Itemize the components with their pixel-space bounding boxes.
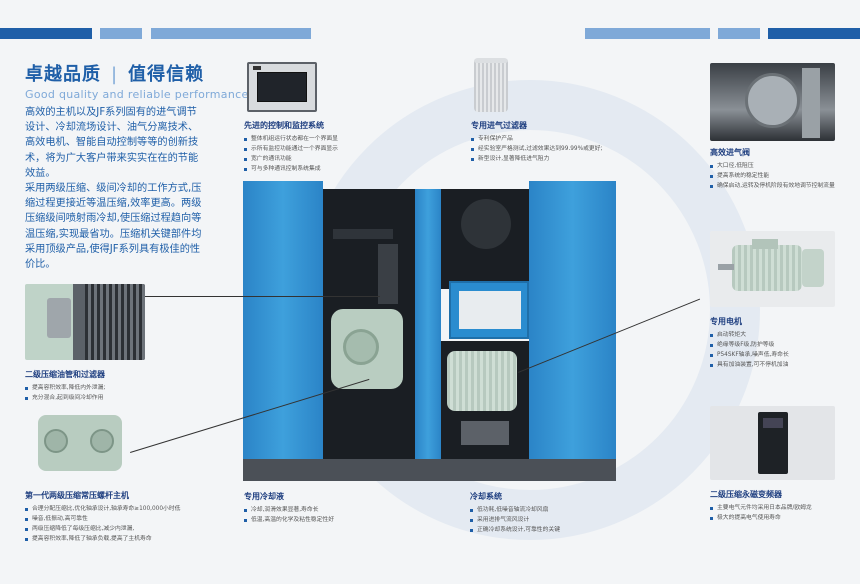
intro-text: 高效的主机以及JF系列固有的进气调节设计、冷却流场设计、油气分离技术、高效电机、…	[25, 105, 205, 272]
feature-filter: 专用进气过滤器 专利保护产品 经实验室严格测试,过滤效果达到99.99%或更好;…	[471, 120, 602, 164]
feature-coolant: 专用冷却液 冷却,润滑效果显著,寿命长 低温,高温的化学及粘性稳定性好	[244, 491, 334, 525]
intro-paragraph: 高效的主机以及JF系列固有的进气调节设计、冷却流场设计、油气分离技术、高效电机、…	[25, 107, 199, 179]
feature-bullet: P54SKF轴承,噪声低,寿命长	[710, 350, 789, 360]
feature-bullet: 低功耗,低噪音轴流冷却风扇	[470, 505, 560, 515]
feature-bullet: 提高容积效率,降低内外泄漏;	[25, 383, 105, 393]
feature-bullet: 充分混合,起到级间冷却作用	[25, 393, 105, 403]
feature-bullet: 正确冷却系统设计,可靠性的关键	[470, 525, 560, 535]
feature-bullet: 提高容积效率,降低了轴承负载,提高了主机寿命	[25, 534, 180, 544]
top-bar-5	[718, 28, 760, 39]
feature-bullet: 两级压缩降低了每级压缩比,减少内泄漏,	[25, 524, 180, 534]
headline-right: 值得信赖	[128, 64, 205, 85]
compressor-machine-icon	[243, 181, 616, 481]
inverter-icon	[710, 406, 835, 480]
feature-bullet: 主要电气元件均采用日本品牌/欧姆龙	[710, 503, 812, 513]
feature-title: 冷却系统	[470, 492, 502, 501]
feature-bullet: 极大的提高电气使用寿命	[710, 513, 812, 523]
feature-title: 二级压缩永磁变频器	[710, 490, 782, 499]
feature-bullet: 低温,高温的化学及粘性稳定性好	[244, 515, 334, 525]
top-bar-3	[151, 28, 311, 39]
intake-valve-icon	[710, 63, 835, 141]
control-box	[449, 281, 529, 339]
feature-title: 二级压缩油管和过滤器	[25, 370, 105, 379]
feature-bullet: 噪音,低振动,高可靠性	[25, 514, 180, 524]
right-upper-cavity	[441, 189, 529, 289]
feature-bullet: 新型设计,显著降低进气阻力	[471, 154, 602, 164]
feature-title: 专用冷却液	[244, 492, 284, 501]
intro-paragraph: 采用两级压缩、级间冷却的工作方式,压缩过程更接近等温压缩,效率更高。两级压缩级间…	[25, 183, 202, 271]
feature-title: 专用电机	[710, 317, 742, 326]
right-lower-cavity	[441, 341, 529, 459]
feature-title: 第一代两级压缩常压螺杆主机	[25, 491, 129, 500]
feature-oilpipe: 二级压缩油管和过滤器 提高容积效率,降低内外泄漏; 充分混合,起到级间冷却作用	[25, 369, 105, 403]
feature-bullet: 冷却,润滑效果显著,寿命长	[244, 505, 334, 515]
feature-bullet: 示所有监控功能通过一个界面显示	[244, 144, 338, 154]
page-subhead: Good quality and reliable performance	[25, 88, 249, 101]
middle-pillar	[415, 189, 441, 459]
feature-motor: 专用电机 启动转矩大 绝缘等级F级,防护等级 P54SKF轴承,噪声低,寿命长 …	[710, 316, 789, 370]
feature-airend: 第一代两级压缩常压螺杆主机 合理分配压缩比,优化轴承设计,轴承寿命≥100,00…	[25, 490, 180, 544]
feature-bullet: 启动转矩大	[710, 330, 789, 340]
top-bar-6	[768, 28, 860, 39]
feature-inverter: 二级压缩永磁变频器 主要电气元件均采用日本品牌/欧姆龙 极大的提高电气使用寿命	[710, 489, 812, 523]
hmi-screen-icon	[247, 62, 317, 112]
motor-icon	[710, 231, 835, 307]
oil-pipe-icon	[25, 284, 145, 360]
feature-cooling: 冷却系统 低功耗,低噪音轴流冷却风扇 采用进排气流风设计 正确冷却系统设计,可靠…	[470, 491, 560, 535]
feature-bullet: 采用进排气流风设计	[470, 515, 560, 525]
headline-left: 卓越品质	[25, 64, 101, 85]
left-door	[243, 181, 323, 459]
feature-bullet: 提高系统的稳定性能	[710, 171, 835, 181]
feature-bullet: 专利保护产品	[471, 134, 602, 144]
feature-bullet: 经实验室严格测试,过滤效果达到99.99%或更好;	[471, 144, 602, 154]
machine-base	[243, 459, 616, 481]
feature-bullet: 具有加油装置,可不停机加油	[710, 360, 789, 370]
right-door	[529, 181, 616, 459]
feature-bullet: 合理分配压缩比,优化轴承设计,轴承寿命≥100,000小时低	[25, 504, 180, 514]
feature-title: 高效进气阀	[710, 148, 750, 157]
feature-title: 专用进气过滤器	[471, 121, 527, 130]
feature-bullet: 绝缘等级F级,防护等级	[710, 340, 789, 350]
page-headline: 卓越品质|值得信赖	[25, 64, 205, 85]
top-bar-4	[585, 28, 710, 39]
feature-bullet: 大口径,低阻压	[710, 161, 835, 171]
top-bar-2	[100, 28, 142, 39]
feature-bullet: 整体机组运行状态都在一个界面显	[244, 134, 338, 144]
airend-icon	[30, 405, 130, 483]
feature-bullet: 可与多种通讯控制系统集成	[244, 164, 338, 174]
feature-title: 先进的控制和监控系统	[244, 121, 324, 130]
leader-oilpipe	[145, 296, 380, 297]
top-bar-1	[0, 28, 92, 39]
feature-bullet: 宽广的通讯功能	[244, 154, 338, 164]
left-cavity	[323, 189, 415, 459]
feature-bullet: 确保启动,运转及停机阶段有效地调节控制流量	[710, 181, 835, 191]
feature-control: 先进的控制和监控系统 整体机组运行状态都在一个界面显 示所有监控功能通过一个界面…	[244, 120, 338, 174]
air-filter-icon	[474, 58, 508, 112]
feature-valve: 高效进气阀 大口径,低阻压 提高系统的稳定性能 确保启动,运转及停机阶段有效地调…	[710, 147, 835, 191]
